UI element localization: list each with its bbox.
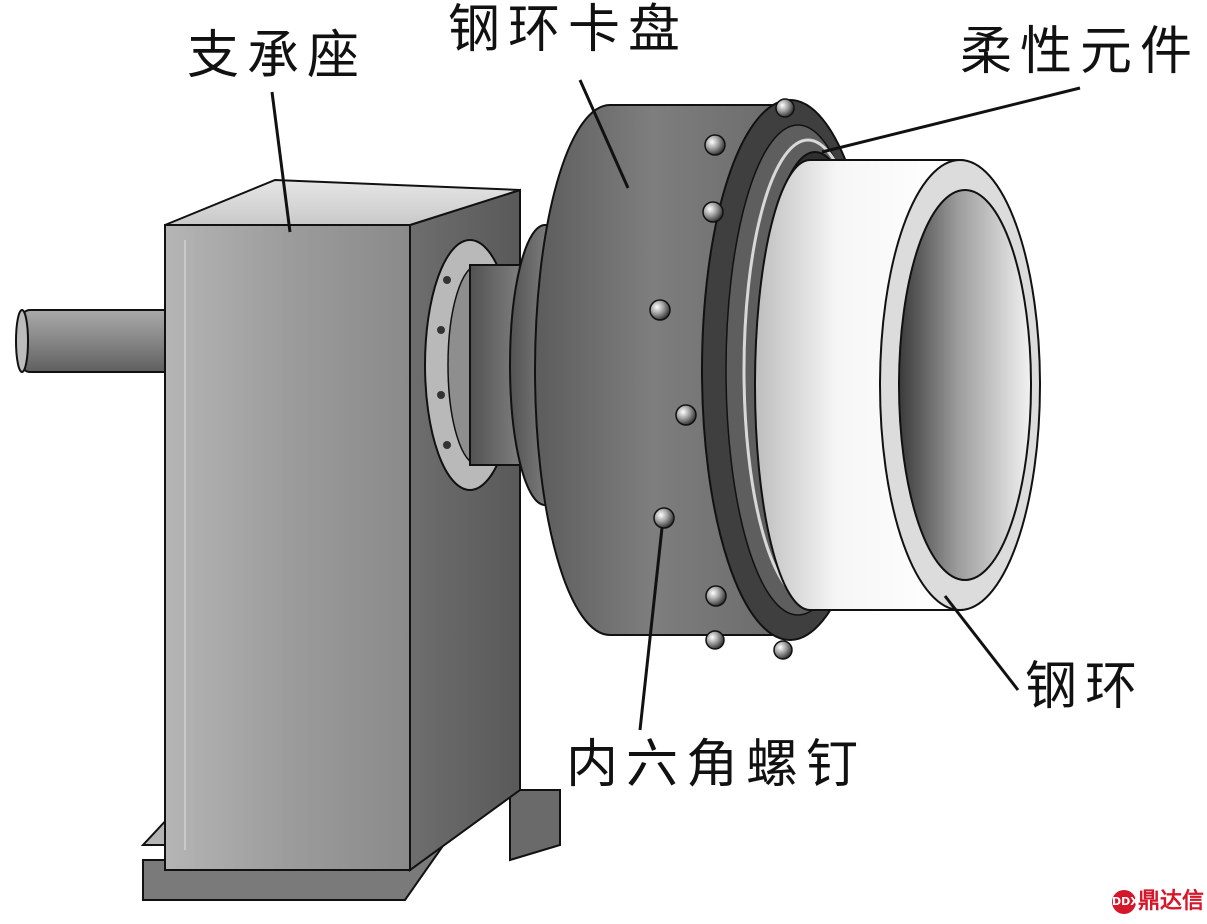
screw-5	[653, 507, 675, 529]
watermark-mark-icon: DDX	[1112, 890, 1139, 914]
screw-8	[775, 98, 795, 118]
hex-socket-screw-label: 内六角螺钉	[566, 735, 867, 795]
bearing-seat-label: 支承座	[187, 26, 368, 86]
leader-flexible-element	[821, 86, 1081, 154]
screw-7	[705, 630, 725, 650]
screw-1	[704, 134, 726, 156]
watermark-text: 鼎达信	[1138, 889, 1205, 914]
screw-6	[705, 585, 727, 607]
screw-2	[702, 201, 724, 223]
leader-bearing-seat	[270, 91, 292, 233]
flexible-element-label: 柔性元件	[960, 22, 1201, 82]
steel-ring-label: 钢环	[1025, 657, 1146, 717]
leader-steel-ring	[943, 595, 1020, 691]
leader-ring-chuck	[578, 79, 630, 189]
watermark-logo: DDX 鼎达信	[1112, 888, 1204, 916]
screw-4	[675, 404, 697, 426]
screw-3	[649, 299, 671, 321]
hex-socket-screws	[649, 98, 795, 660]
leader-lines	[270, 79, 1081, 731]
leader-hex-screw	[638, 527, 664, 731]
input-shaft	[15, 309, 173, 373]
steel-ring-chuck-label: 钢环卡盘	[448, 0, 689, 60]
steel-ring	[754, 159, 1041, 611]
screw-9	[773, 640, 793, 660]
